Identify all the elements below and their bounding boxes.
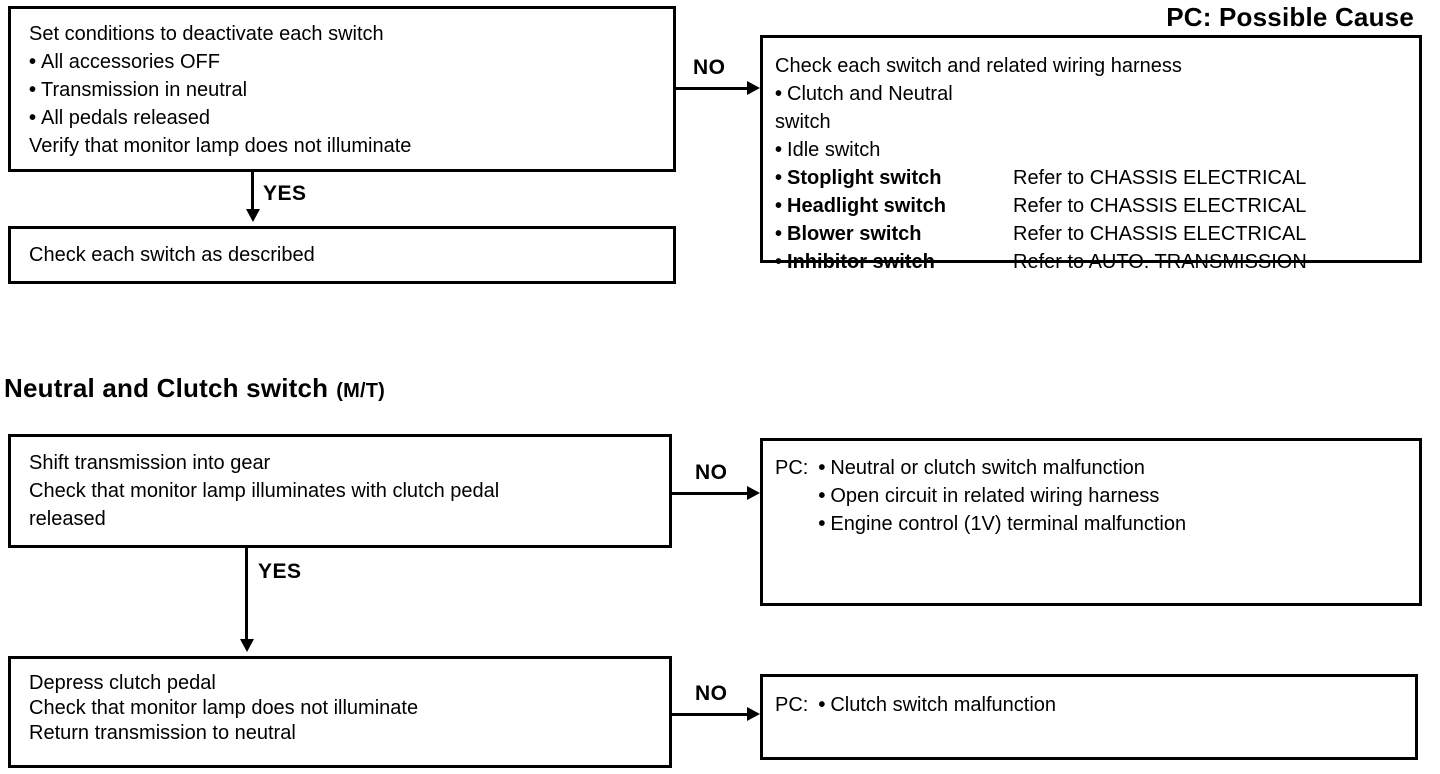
flow1-no-label: NO xyxy=(693,56,726,79)
refer-note: Refer to CHASSIS ELECTRICAL xyxy=(1013,167,1307,189)
pc-label: PC: xyxy=(775,457,809,479)
text-line: Check that monitor lamp illuminates with… xyxy=(29,480,500,502)
section-title: Neutral and Clutch switch xyxy=(4,373,329,403)
pc-items: Clutch switch malfunction xyxy=(818,691,1056,719)
switch-name: Blower switch xyxy=(775,220,1013,248)
pc-label: PC: xyxy=(775,694,809,716)
flow2-step1-box: Shift transmission into gear Check that … xyxy=(8,434,672,548)
text-line: Depress clutch pedal xyxy=(29,672,216,694)
bullet-item: Engine control (1V) terminal malfunction xyxy=(818,510,1186,538)
text-line: released xyxy=(29,508,106,530)
cause-row: Inhibitor switch Refer to AUTO. TRANSMIS… xyxy=(775,248,1407,276)
switch-name: Stoplight switch xyxy=(775,164,1013,192)
flow1-yes-arrowhead-icon xyxy=(246,209,260,222)
cause-row: Headlight switch Refer to CHASSIS ELECTR… xyxy=(775,192,1407,220)
pc-row: PC: Neutral or clutch switch malfunction… xyxy=(775,454,1407,538)
text-line: Check each switch as described xyxy=(29,244,315,266)
flow2-step2-no-connector-line xyxy=(672,713,748,716)
flow1-yes-connector-line xyxy=(251,172,254,210)
switch-name: Inhibitor switch xyxy=(775,248,1013,276)
text-line: Check each switch and related wiring har… xyxy=(775,55,1182,77)
switch-name: Clutch and Neutral switch xyxy=(775,80,1013,136)
refer-note: Refer to AUTO. TRANSMISSION xyxy=(1013,251,1307,273)
flow1-possible-cause-box: Check each switch and related wiring har… xyxy=(760,35,1422,273)
flow1-no-connector-line xyxy=(676,87,748,90)
pc-row: PC: Clutch switch malfunction xyxy=(775,691,1403,719)
text-line: Set conditions to deactivate each switch xyxy=(29,23,384,45)
bullet-item: Open circuit in related wiring harness xyxy=(818,482,1186,510)
cause-row: Stoplight switch Refer to CHASSIS ELECTR… xyxy=(775,164,1407,192)
flow2-step2-no-arrowhead-icon xyxy=(747,707,760,721)
flow2-yes-arrowhead-icon xyxy=(240,639,254,652)
flow1-yes-result-box: Check each switch as described xyxy=(8,226,676,284)
cause-row: Blower switch Refer to CHASSIS ELECTRICA… xyxy=(775,220,1407,248)
refer-note: Refer to CHASSIS ELECTRICAL xyxy=(1013,223,1307,245)
flow1-start-box: Set conditions to deactivate each switch… xyxy=(8,6,676,172)
flow2-step2-possible-cause-box: PC: Clutch switch malfunction xyxy=(760,674,1418,760)
bullet-item: Transmission in neutral xyxy=(29,76,655,104)
bullet-item: Neutral or clutch switch malfunction xyxy=(818,454,1186,482)
bullet-item: All pedals released xyxy=(29,104,655,132)
flow2-step2-box: Depress clutch pedal Check that monitor … xyxy=(8,656,672,768)
switch-name: Headlight switch xyxy=(775,192,1013,220)
possible-cause-legend: PC: Possible Cause xyxy=(1166,2,1414,32)
bullet-item: Clutch switch malfunction xyxy=(818,691,1056,719)
text-line: Shift transmission into gear xyxy=(29,452,271,474)
refer-note: Refer to CHASSIS ELECTRICAL xyxy=(1013,195,1307,217)
bullet-item: All accessories OFF xyxy=(29,48,655,76)
section-title-suffix: (M/T) xyxy=(336,380,386,402)
flow2-step1-no-connector-line xyxy=(672,492,748,495)
flow2-step2-no-label: NO xyxy=(695,682,728,705)
text-line: Return transmission to neutral xyxy=(29,722,296,744)
flow1-yes-label: YES xyxy=(263,182,307,205)
flow2-step1-no-arrowhead-icon xyxy=(747,486,760,500)
section-heading: Neutral and Clutch switch (M/T) xyxy=(4,373,385,404)
switch-name: Idle switch xyxy=(775,136,1013,164)
flow2-step1-possible-cause-box: PC: Neutral or clutch switch malfunction… xyxy=(760,438,1422,606)
flow2-yes-connector-line xyxy=(245,548,248,640)
pc-items: Neutral or clutch switch malfunction Ope… xyxy=(818,454,1186,538)
flow2-yes-label: YES xyxy=(258,560,302,583)
flow1-no-arrowhead-icon xyxy=(747,81,760,95)
cause-row: Clutch and Neutral switch xyxy=(775,80,1407,136)
text-line: Check that monitor lamp does not illumin… xyxy=(29,697,419,719)
cause-row: Idle switch xyxy=(775,136,1407,164)
text-line: Verify that monitor lamp does not illumi… xyxy=(29,135,412,157)
flow2-step1-no-label: NO xyxy=(695,461,728,484)
